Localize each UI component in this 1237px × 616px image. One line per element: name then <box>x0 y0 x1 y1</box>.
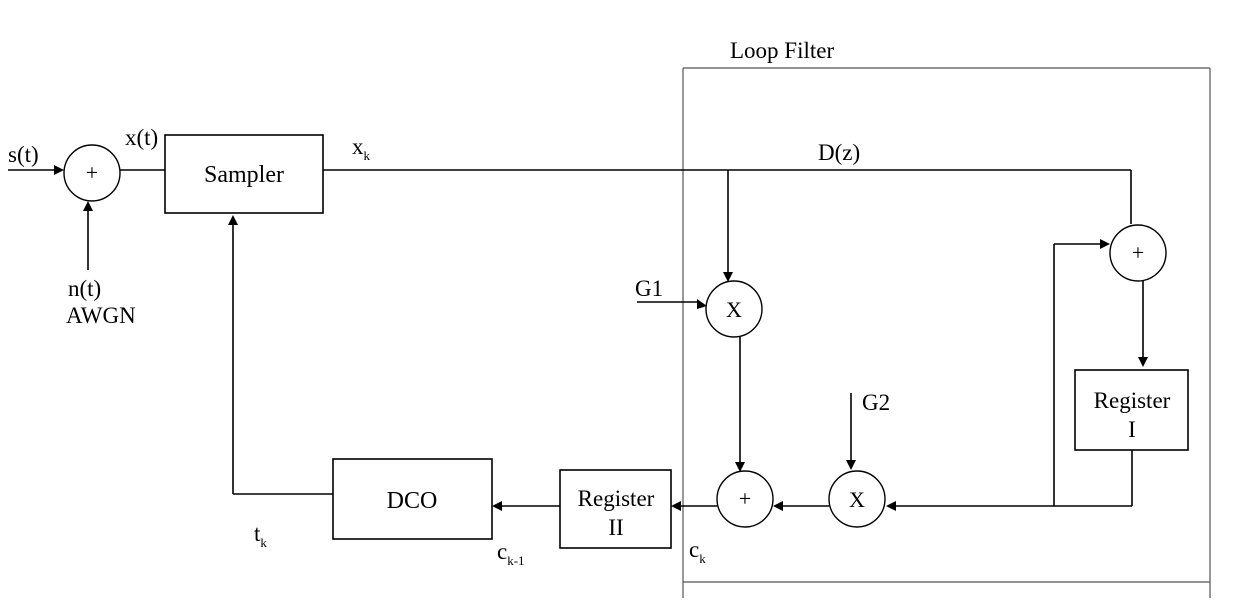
dco-label: DCO <box>387 488 438 514</box>
input-adder-symbol: + <box>86 160 98 185</box>
noise-label: n(t) <box>68 276 101 301</box>
loop-filter-region: Loop Filter <box>682 38 1211 598</box>
multiplier1-to-adder <box>735 337 745 472</box>
feedback-adder-symbol: + <box>1132 240 1144 265</box>
multiplier-1: X <box>705 280 763 338</box>
sampled-signal-label: xk <box>352 134 371 163</box>
register-1-block: Register I <box>1074 369 1189 451</box>
register-2-label-line2: II <box>608 515 623 540</box>
output-adder-symbol: + <box>739 486 751 511</box>
input-path: s(t) <box>8 142 64 175</box>
gain1-path: G1 <box>635 276 707 309</box>
input-adder: + <box>63 144 121 202</box>
noise-type-label: AWGN <box>66 303 136 328</box>
register-1-label-line2: I <box>1128 417 1136 442</box>
gain2-label: G2 <box>862 390 890 415</box>
dco-input-label: ck-1 <box>497 539 525 568</box>
transfer-function-label: D(z) <box>818 140 860 165</box>
multiplier2-to-adder <box>773 501 829 511</box>
multiplier-1-symbol: X <box>726 297 742 322</box>
register2-to-dco: ck-1 <box>492 501 560 568</box>
output-adder: + <box>716 470 774 528</box>
timing-feedback-path: tk <box>228 215 333 550</box>
sampled-signal-path: xk D(z) <box>323 134 1131 171</box>
feedback-adder: + <box>1109 224 1167 282</box>
sampler-block: Sampler <box>164 134 324 214</box>
branch-to-multiplier-1 <box>723 170 733 282</box>
gain1-label: G1 <box>635 276 663 301</box>
adder-to-register2: ck <box>671 501 717 566</box>
loop-filter-label: Loop Filter <box>730 38 834 63</box>
gain2-path: G2 <box>846 390 890 470</box>
sampler-input-label: x(t) <box>125 125 158 150</box>
register-2-label-line1: Register <box>578 486 655 511</box>
timing-label: tk <box>254 521 267 550</box>
noise-path: n(t) AWGN <box>66 201 136 328</box>
register1-output-path <box>886 239 1133 511</box>
multiplier-2-symbol: X <box>849 487 865 512</box>
dco-block: DCO <box>332 458 493 540</box>
filter-output-label: ck <box>689 537 706 566</box>
sampler-label: Sampler <box>204 162 284 188</box>
adder-to-register1 <box>1138 281 1148 367</box>
adder-to-sampler: x(t) <box>120 125 165 171</box>
input-signal-label: s(t) <box>8 142 39 167</box>
multiplier-2: X <box>828 470 886 528</box>
register-2-block: Register II <box>559 469 672 549</box>
register-1-label-line1: Register <box>1094 388 1171 413</box>
